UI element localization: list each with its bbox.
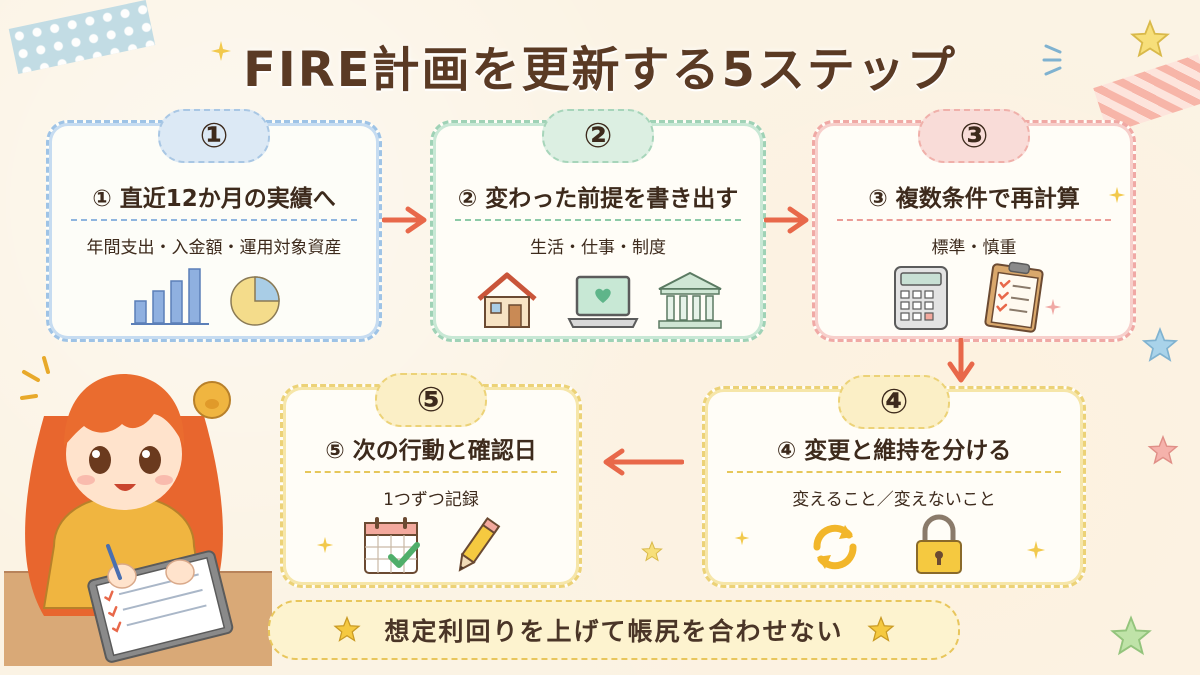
- step-5-card: ⑤ ⑤ 次の行動と確認日 1つずつ記録: [280, 373, 582, 588]
- banner-text: 想定利回りを上げて帳尻を合わせない: [384, 617, 844, 646]
- excitement-marks: [20, 356, 50, 400]
- star-icon-green: [1110, 615, 1152, 656]
- bottom-banner: 想定利回りを上げて帳尻を合わせない: [268, 600, 960, 660]
- sparkle-icon-1: [211, 41, 231, 61]
- clipboard-checklist-icon: [984, 261, 1044, 333]
- dash-marks: [1042, 44, 1062, 76]
- step-3-divider: [837, 219, 1111, 221]
- step-2-title: ② 変わった前提を書き出す: [457, 186, 739, 212]
- step-5-badge: ⑤: [375, 373, 487, 427]
- bar-chart-icon: [131, 268, 209, 325]
- star-icon-top-right: [1130, 19, 1170, 58]
- step-4-subtitle: 変えること／変えないこと: [792, 490, 996, 510]
- sparkle-icon-5: [734, 530, 750, 546]
- step-1-subtitle: 年間支出・入金額・運用対象資産: [86, 238, 342, 258]
- step-4-divider: [727, 471, 1061, 473]
- star-icon-right: [866, 615, 895, 642]
- star-icon-blue: [1141, 327, 1179, 362]
- sparkle-icon-3: [1044, 298, 1062, 316]
- step-2-card: ② ② 変わった前提を書き出す 生活・仕事・制度: [430, 109, 766, 342]
- star-icon-pink: [1147, 434, 1179, 465]
- sparkle-icon-2: [1108, 186, 1126, 204]
- step-1-badge: ①: [158, 109, 270, 163]
- arrow-down: [947, 338, 975, 383]
- step-3-card: ③ ③ 複数条件で再計算 標準・慎重: [812, 109, 1136, 342]
- girl-character-illustration: [4, 374, 272, 666]
- step-2-divider: [455, 219, 741, 221]
- page-title: FIRE計画を更新する5ステップ: [243, 42, 957, 98]
- arrow-right-2: [764, 206, 809, 234]
- pencil-icon: [458, 517, 501, 572]
- arrow-right-1: [382, 206, 427, 234]
- step-2-badge: ②: [542, 109, 654, 163]
- step-1-title: ① 直近12か月の実績へ: [92, 186, 336, 212]
- house-icon: [477, 272, 537, 328]
- calculator-icon: [894, 266, 948, 330]
- step-1-divider: [71, 219, 357, 221]
- step-5-subtitle: 1つずつ記録: [383, 490, 479, 510]
- government-building-icon: [658, 271, 722, 329]
- step-5-title: ⑤ 次の行動と確認日: [325, 438, 537, 464]
- arrow-left: [603, 448, 684, 476]
- step-2-subtitle: 生活・仕事・制度: [530, 238, 666, 258]
- calendar-check-icon: [364, 517, 420, 574]
- step-4-card: ④ ④ 変更と維持を分ける 変えること／変えないこと: [702, 375, 1086, 588]
- padlock-icon: [916, 514, 962, 574]
- refresh-cycle-icon: [813, 524, 857, 570]
- sparkle-icon-4: [1026, 540, 1046, 560]
- step-1-card: ① ① 直近12か月の実績へ 年間支出・入金額・運用対象資産: [46, 109, 382, 342]
- step-3-subtitle: 標準・慎重: [931, 238, 1017, 258]
- star-icon-left: [333, 615, 362, 642]
- step-5-divider: [305, 471, 557, 473]
- step-4-title: ④ 変更と維持を分ける: [776, 438, 1012, 464]
- step-3-badge: ③: [918, 109, 1030, 163]
- laptop-icon: [567, 275, 639, 328]
- step-3-title: ③ 複数条件で再計算: [868, 186, 1080, 212]
- step-4-badge: ④: [838, 375, 950, 429]
- pie-chart-icon: [230, 276, 280, 326]
- star-icon-small-yellow: [641, 540, 663, 562]
- sparkle-icon-6: [316, 536, 334, 554]
